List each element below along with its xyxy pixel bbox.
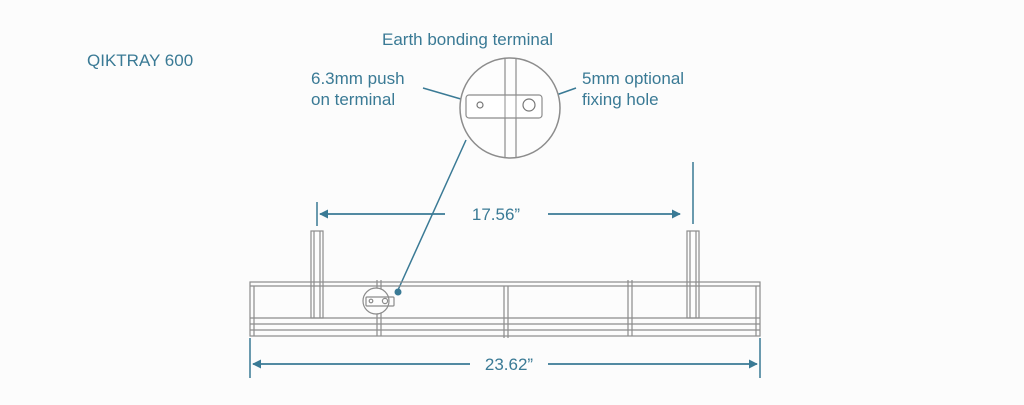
- leader-dot: [394, 288, 402, 296]
- dimension-overall-width: 23.62”: [249, 338, 761, 378]
- callout-fixing-hole: 5mm optional fixing hole: [582, 69, 684, 109]
- leader-detail-to-tray: [397, 139, 467, 291]
- callout-push-terminal-line1: 6.3mm push: [311, 69, 405, 88]
- push-terminal-dot: [476, 101, 484, 109]
- inner-span-label: 17.56”: [472, 205, 521, 224]
- callout-push-terminal: 6.3mm push on terminal: [311, 69, 405, 109]
- fixing-hole-circle: [522, 98, 536, 112]
- callout-fixing-hole-line2: fixing hole: [582, 90, 659, 109]
- terminal-detail-view: [459, 57, 561, 159]
- detail-title: Earth bonding terminal: [382, 30, 553, 49]
- dimension-inner-span: 17.56”: [316, 162, 694, 226]
- tray-front-view: [249, 230, 761, 338]
- product-name: QIKTRAY 600: [87, 51, 193, 70]
- callout-push-terminal-line2: on terminal: [311, 90, 395, 109]
- callout-fixing-hole-line1: 5mm optional: [582, 69, 684, 88]
- overall-width-label: 23.62”: [485, 355, 534, 374]
